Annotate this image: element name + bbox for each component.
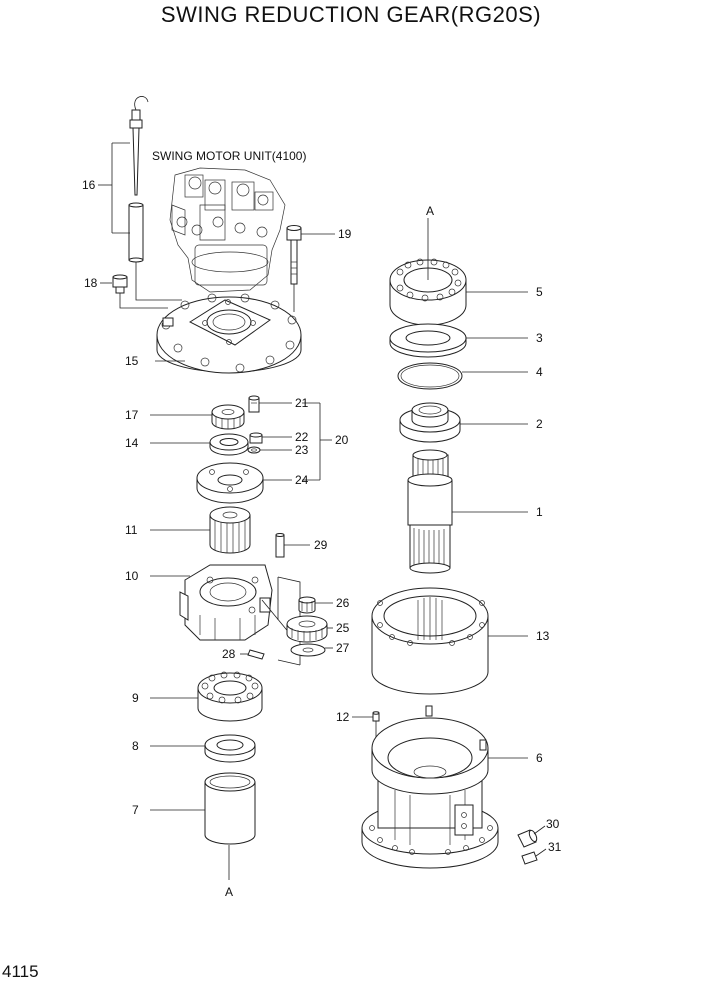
- callout-4: 4: [536, 365, 543, 379]
- part-26-needle-bearing: [298, 596, 316, 614]
- callout-22: 22: [295, 430, 309, 444]
- part-30-plug: [517, 829, 538, 848]
- part-11-sun-gear: [209, 506, 251, 554]
- page-number: 4115: [2, 962, 39, 981]
- part-25-planetary-gear: [286, 615, 328, 643]
- part-29-pin: [275, 533, 285, 558]
- callout-28: 28: [222, 647, 236, 661]
- callout-25: 25: [336, 621, 350, 635]
- callout-17: 17: [125, 408, 139, 422]
- part-28-spring-pin: [247, 649, 265, 660]
- callout-21: 21: [295, 396, 309, 410]
- part-7-sleeve: [204, 772, 256, 845]
- callout-23: 23: [295, 443, 309, 457]
- callout-20: 20: [335, 433, 349, 447]
- part-23-washer: [247, 446, 261, 454]
- callout-11: 11: [125, 523, 138, 537]
- callout-8: 8: [132, 739, 139, 753]
- callout-1: 1: [536, 505, 543, 519]
- callout-27: 27: [336, 641, 350, 655]
- part-1-drive-shaft: [407, 449, 453, 574]
- callout-15: 15: [125, 354, 139, 368]
- part-6-housing: [361, 705, 499, 869]
- callout-29: 29: [314, 538, 328, 552]
- callout-24: 24: [295, 473, 309, 487]
- callout-13: 13: [536, 629, 550, 643]
- part-4-snap-ring: [397, 362, 463, 390]
- part-19-bolt: [286, 225, 302, 285]
- part-17-planetary-gear: [211, 404, 245, 430]
- part-3-seal: [389, 323, 467, 358]
- part-24-carrier-plate: [196, 462, 264, 504]
- callout-19: 19: [338, 227, 352, 241]
- callout-16: 16: [82, 178, 96, 192]
- ref-a-bottom: A: [225, 885, 233, 899]
- callout-30: 30: [546, 817, 560, 831]
- part-2-collar: [399, 402, 461, 443]
- part-22-needle-bearing: [249, 432, 263, 444]
- callout-9: 9: [132, 691, 139, 705]
- part-10-carrier: [179, 564, 273, 641]
- callout-12: 12: [336, 710, 350, 724]
- part-21-bolt: [248, 395, 260, 413]
- callout-7: 7: [132, 803, 139, 817]
- callout-5: 5: [536, 285, 543, 299]
- swing-motor-unit: [169, 167, 286, 293]
- part-14-thrust-washer: [209, 433, 249, 456]
- part-16-level-gauge: [128, 96, 149, 263]
- callout-2: 2: [536, 417, 543, 431]
- part-9-bearing: [197, 671, 263, 722]
- callout-10: 10: [125, 569, 139, 583]
- page-title: SWING REDUCTION GEAR(RG20S): [160, 2, 542, 27]
- part-15-flange: [156, 293, 302, 374]
- part-18-plug: [112, 274, 128, 294]
- part-13-ring-gear: [371, 587, 489, 695]
- part-27-thrust-washer: [290, 643, 326, 657]
- part-8-oil-seal: [204, 734, 256, 763]
- callout-3: 3: [536, 331, 543, 345]
- callout-14: 14: [125, 436, 139, 450]
- callout-26: 26: [336, 596, 350, 610]
- part-31-plug: [521, 851, 538, 865]
- motor-unit-label: SWING MOTOR UNIT(4100): [152, 149, 306, 163]
- callout-6: 6: [536, 751, 543, 765]
- callout-18: 18: [84, 276, 98, 290]
- part-12-pin: [372, 711, 380, 722]
- ref-a-top: A: [426, 204, 434, 218]
- callout-31: 31: [548, 840, 562, 854]
